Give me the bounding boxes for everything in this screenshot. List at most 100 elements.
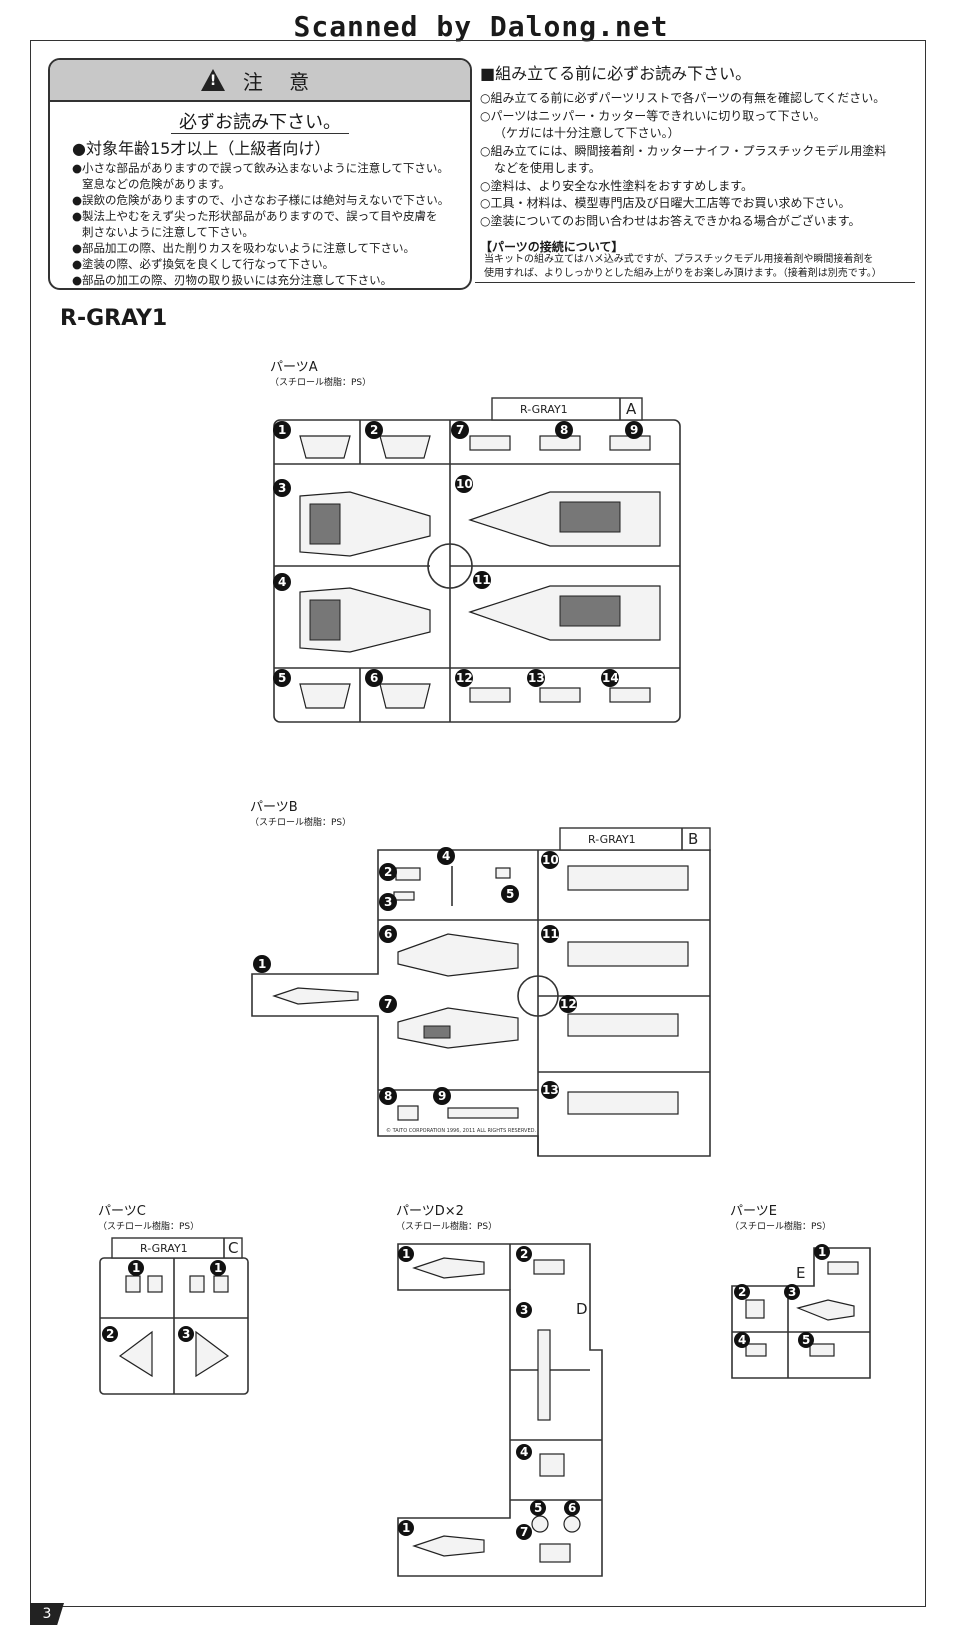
part-number-badge: 3: [379, 893, 397, 911]
caution-header: 注 意: [50, 60, 470, 102]
part-number-badge: 10: [455, 475, 473, 493]
part: [495, 867, 511, 879]
svg-text:13: 13: [542, 1083, 559, 1097]
svg-text:14: 14: [602, 671, 619, 685]
part: [809, 1343, 835, 1357]
svg-text:3: 3: [788, 1285, 796, 1299]
instruction-line: ○組み立てには、瞬間接着剤・カッターナイフ・プラスチックモデル用塗料: [480, 143, 887, 158]
part-number-badge: 3: [516, 1302, 532, 1318]
part-number-badge: 5: [530, 1500, 546, 1516]
instruction-line: などを使用します。: [494, 161, 601, 175]
part-number-badge: 14: [601, 669, 619, 687]
svg-text:5: 5: [278, 671, 286, 685]
svg-text:1: 1: [402, 1521, 410, 1535]
svg-text:3: 3: [182, 1327, 190, 1341]
svg-text:1: 1: [818, 1245, 826, 1259]
part: [412, 1535, 485, 1557]
svg-text:2: 2: [520, 1247, 528, 1261]
part: [539, 687, 581, 703]
part: [559, 501, 621, 533]
svg-text:6: 6: [568, 1501, 576, 1515]
svg-text:4: 4: [278, 575, 286, 589]
svg-text:12: 12: [560, 997, 577, 1011]
part-number-badge: 2: [516, 1246, 532, 1262]
caution-subtitle: 必ずお読み下さい。: [50, 108, 470, 134]
part-number-badge: 2: [379, 863, 397, 881]
part-number-badge: 3: [784, 1284, 800, 1300]
caution-item: 刺さないように注意して下さい。: [82, 225, 254, 239]
runner-e-diagram: E 1 2 3 4 5: [731, 1244, 871, 1379]
svg-text:7: 7: [520, 1525, 528, 1539]
caution-item: ●部品加工の際、出た削りカスを吸わないように注意して下さい。: [72, 241, 415, 255]
runner-b-tab: R-GRAY1: [588, 833, 636, 846]
part: [567, 1013, 679, 1037]
part: [796, 1299, 855, 1321]
part: [397, 1007, 519, 1049]
svg-text:10: 10: [456, 477, 473, 491]
part-number-badge: 7: [451, 421, 469, 439]
part-number-badge: 6: [379, 925, 397, 943]
part: [537, 1329, 551, 1421]
instruction-line: ○塗料は、より安全な水性塗料をおすすめします。: [480, 178, 754, 193]
runner-a-tab: R-GRAY1: [520, 403, 568, 416]
caution-item: ●部品の加工の際、刃物の取り扱いには充分注意して下さい。: [72, 273, 393, 287]
part: [539, 435, 581, 451]
svg-text:7: 7: [456, 423, 464, 437]
svg-text:11: 11: [474, 573, 491, 587]
instructions-title: ■組み立てる前に必ずお読み下さい。: [480, 64, 752, 83]
part: [563, 1515, 581, 1533]
svg-text:9: 9: [438, 1089, 446, 1103]
part: [567, 941, 689, 967]
part-number-badge: 1: [273, 421, 291, 439]
copyright: © TAITO CORPORATION 1996, 2011 ALL RIGHT…: [386, 1127, 536, 1134]
part: [379, 435, 431, 459]
part: [609, 687, 651, 703]
part: [309, 503, 341, 545]
part: [309, 599, 341, 641]
part: [559, 595, 621, 627]
part-number-badge: 7: [516, 1524, 532, 1540]
scan-credit: Scanned by Dalong.net: [293, 10, 669, 43]
runner-a-diagram: R-GRAY1 A 1 2 3 4 5 6 7 8 9 10 11 12 13 …: [273, 397, 681, 723]
runner-e-label: パーツE（スチロール樹脂：PS）: [730, 1204, 832, 1232]
runner-a-letter: A: [626, 400, 637, 418]
svg-text:7: 7: [384, 997, 392, 1011]
part: [447, 1107, 519, 1119]
part: [189, 1275, 205, 1293]
part: [147, 1275, 163, 1293]
page-frame: [30, 40, 926, 1607]
caution-item: ●小さな部品がありますので誤って飲み込まないように注意して下さい。: [72, 161, 449, 175]
part-number-badge: 3: [178, 1326, 194, 1342]
page-number: 3: [30, 1603, 64, 1625]
part: [745, 1343, 767, 1357]
runner-b-letter: B: [688, 830, 698, 848]
part-number-badge: 5: [273, 669, 291, 687]
part: [567, 1091, 679, 1115]
svg-text:1: 1: [402, 1247, 410, 1261]
part: [539, 1543, 571, 1563]
part: [539, 1453, 565, 1477]
svg-text:2: 2: [384, 865, 392, 879]
part-number-badge: 1: [253, 955, 271, 973]
caution-age: ●対象年齢15才以上（上級者向け）: [72, 139, 331, 158]
connection-title: 【パーツの接続について】: [480, 240, 624, 254]
part-number-badge: 10: [541, 851, 559, 869]
svg-text:1: 1: [132, 1261, 140, 1275]
part-number-badge: 4: [734, 1332, 750, 1348]
runner-d-letter: D: [576, 1300, 588, 1318]
part: [533, 1259, 565, 1275]
instruction-line: （ケガには十分注意して下さい。）: [494, 126, 680, 140]
svg-text:1: 1: [214, 1261, 222, 1275]
svg-text:3: 3: [278, 481, 286, 495]
svg-text:2: 2: [738, 1285, 746, 1299]
part-number-badge: 11: [541, 925, 559, 943]
part-number-badge: 3: [273, 479, 291, 497]
part-number-badge: 2: [365, 421, 383, 439]
svg-text:3: 3: [384, 895, 392, 909]
part-number-badge: 2: [734, 1284, 750, 1300]
part: [395, 867, 421, 881]
svg-text:12: 12: [456, 671, 473, 685]
part-number-badge: 1: [128, 1260, 144, 1276]
part-number-badge: 1: [210, 1260, 226, 1276]
part-number-badge: 9: [625, 421, 643, 439]
